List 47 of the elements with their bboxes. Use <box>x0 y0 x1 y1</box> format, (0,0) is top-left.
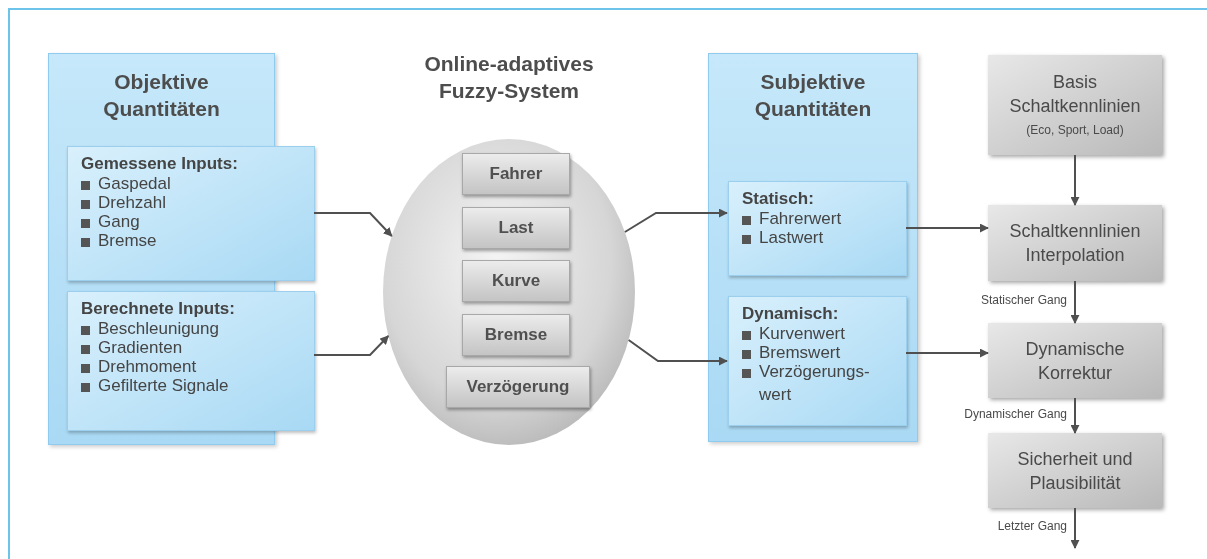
box-subtitle: (Eco, Sport, Load) <box>1026 122 1124 139</box>
process-box <box>988 55 1162 155</box>
list-item: Bremswert <box>759 342 841 364</box>
list-item: Lastwert <box>759 227 824 249</box>
arrow <box>1070 507 1080 549</box>
group-heading: Berechnete Inputs: <box>81 298 236 320</box>
list-item: Fahrerwert <box>759 208 842 230</box>
arrow <box>623 208 728 233</box>
arrow <box>1070 154 1080 206</box>
arrow <box>1070 397 1080 434</box>
arrow <box>627 339 728 366</box>
ellipse-heading: Online-adaptives Fuzzy-System <box>423 51 595 104</box>
process-box <box>988 433 1162 508</box>
list-item: Gaspedal <box>98 173 171 195</box>
process-box <box>988 323 1162 398</box>
panel <box>708 53 918 442</box>
input-group-box <box>728 296 907 426</box>
list-item: Drehmoment <box>98 356 197 378</box>
box-title: Basis Schaltkennlinien <box>1008 71 1142 118</box>
list-item: Gefilterte Signale <box>98 375 229 397</box>
group-heading: Dynamisch: <box>742 303 840 325</box>
list-item: Drehzahl <box>98 192 167 214</box>
edge-label: Dynamischer Gang <box>963 406 1068 422</box>
arrow <box>313 335 390 356</box>
panel-heading: Objektive Quantitäten <box>102 69 221 122</box>
box-title: Sicherheit und Plausibilität <box>1016 447 1134 495</box>
edge-label: Letzter Gang <box>996 519 1068 534</box>
panel-heading: Subjektive Quantitäten <box>753 69 873 122</box>
list-item: Verzögerungs-wert <box>759 361 871 406</box>
arrow <box>905 223 989 233</box>
process-box <box>988 205 1162 281</box>
list-item: Gradienten <box>98 337 183 359</box>
input-group-box <box>67 146 315 281</box>
list-item: Bremse <box>98 230 157 252</box>
list-item: Beschleunigung <box>98 318 219 340</box>
box-title: Dynamische Korrektur <box>1024 337 1126 385</box>
arrow <box>1070 280 1080 324</box>
edge-label: Statischer Gang <box>979 293 1068 308</box>
input-group-box <box>67 291 315 431</box>
input-group-box <box>728 181 907 276</box>
box-title: Schaltkennlinien Interpolation <box>1008 220 1142 267</box>
group-heading: Gemessene Inputs: <box>81 153 239 175</box>
arrow <box>313 212 393 237</box>
group-heading: Statisch: <box>742 188 815 210</box>
list-item: Gang <box>98 211 140 233</box>
list-item: Kurvenwert <box>759 323 845 345</box>
arrow <box>905 348 989 358</box>
